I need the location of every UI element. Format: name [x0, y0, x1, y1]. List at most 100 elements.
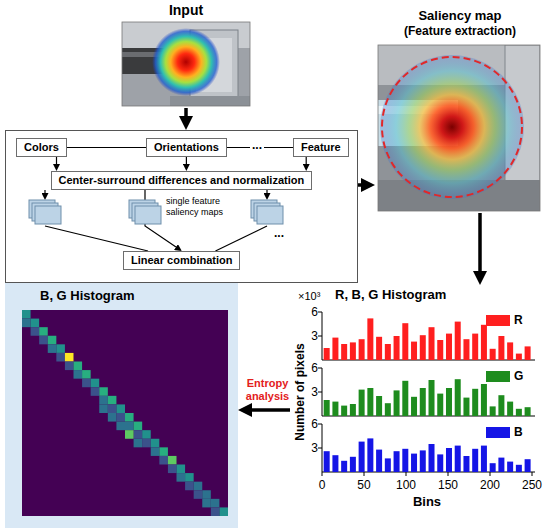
tick-mark [318, 312, 322, 313]
histogram-bar [411, 454, 417, 472]
histogram-bar [490, 406, 496, 416]
node-text: Colors [24, 141, 59, 154]
histogram-bar [332, 338, 338, 360]
photo-ground [122, 22, 250, 106]
heatmap-cell [39, 327, 48, 336]
histogram-bar [463, 339, 469, 360]
heatmap-cell [108, 396, 117, 405]
histogram-bar [402, 323, 408, 360]
process-box: Center-surround differences and normaliz… [51, 171, 313, 190]
histogram-bar [350, 457, 356, 472]
histogram-bar [376, 396, 382, 416]
heatmap-cell [142, 430, 151, 439]
node-text: Feature [301, 141, 341, 154]
saliency-map-stack [257, 206, 283, 224]
histogram-bar [394, 336, 400, 360]
heatmap-cell [151, 447, 160, 456]
legend-swatch [486, 371, 510, 382]
histogram-bar [429, 327, 435, 360]
heat-overlay [380, 55, 524, 199]
edge-label: Entropy analysis [242, 377, 294, 403]
heatmap-cell [202, 490, 211, 499]
dashed-circle [382, 57, 522, 197]
histogram-bar [437, 394, 443, 416]
heatmap-cell [168, 465, 177, 474]
pipeline-box: Colors Orientations FeatureCenter-surround… [5, 130, 358, 283]
histogram-bar [516, 409, 522, 416]
axis-multiplier: ×10³ [298, 290, 320, 303]
heatmap-ground [22, 310, 228, 516]
saliency-photo [378, 45, 540, 211]
tick-label: 150 [433, 478, 463, 492]
heatmap-cell [134, 422, 143, 431]
tick-label: 100 [391, 478, 421, 492]
tick-mark [318, 392, 322, 393]
heatmap-cell [48, 344, 57, 353]
connector [186, 157, 187, 168]
node-text: B, G Histogram [5, 283, 238, 304]
histogram-bar [402, 381, 408, 416]
histogram-bar [359, 442, 365, 472]
node-text: (Feature extraction) [375, 24, 545, 39]
histogram-bar [446, 334, 452, 360]
histogram-bar [481, 384, 487, 416]
histogram-bar [455, 379, 461, 416]
tick-label: 50 [349, 478, 379, 492]
heatmap-cell [134, 430, 143, 439]
connector [56, 157, 57, 168]
histogram-bar [341, 344, 347, 360]
heatmap-cell [91, 379, 100, 388]
histogram-bar [437, 340, 443, 360]
histogram-bar [525, 346, 531, 360]
map-caption: single feature saliency maps [166, 196, 238, 218]
heatmap-cell [168, 456, 177, 465]
flow-arrow [478, 213, 482, 278]
heatmap-cell [48, 336, 57, 345]
histogram-bar [498, 458, 504, 472]
histogram-panel: B, G Histogram [5, 283, 238, 528]
node-text: Saliency map [375, 8, 545, 24]
heatmap-cell [177, 465, 186, 474]
feature-box: Orientations [146, 138, 227, 157]
histogram-bar [394, 390, 400, 416]
heatmap-cell [22, 319, 31, 328]
heatmap-cell [211, 507, 220, 516]
image-frame: Input [118, 2, 254, 108]
histogram-bar [367, 438, 373, 472]
histogram-bar [446, 388, 452, 416]
histogram-bar [498, 395, 504, 416]
heatmap-cell [99, 387, 108, 396]
node-text: Linear combination [131, 254, 232, 267]
axis-title: Number of pixels [292, 332, 308, 452]
heatmap-cell [31, 327, 40, 336]
histogram-bar [332, 402, 338, 416]
heatmap-cell [159, 447, 168, 456]
histogram-bar [350, 404, 356, 416]
histogram-bar [429, 444, 435, 472]
feature-box: Feature [293, 138, 349, 157]
histogram-bar [376, 450, 382, 472]
histogram-bar [332, 455, 338, 472]
histogram-bar [437, 454, 443, 472]
heatmap-cell [56, 344, 65, 353]
histogram-bar [420, 450, 426, 472]
photo-frame [378, 45, 540, 211]
flow-arrow [358, 183, 368, 187]
histogram-bar [420, 388, 426, 416]
tick-mark [318, 368, 322, 369]
histogram-bar [498, 336, 504, 360]
histogram-bar [472, 389, 478, 416]
photo-base [170, 96, 250, 106]
histogram-bar [525, 459, 531, 472]
histogram-bar [367, 318, 373, 360]
histogram-bar [446, 448, 452, 472]
node-text: Orientations [154, 141, 219, 154]
histogram-bar [324, 348, 330, 360]
heatmap-cell [99, 404, 108, 413]
histogram-bar [472, 334, 478, 360]
heatmap-cell [116, 404, 125, 413]
histogram-bar [385, 344, 391, 360]
merge-line [215, 226, 267, 251]
